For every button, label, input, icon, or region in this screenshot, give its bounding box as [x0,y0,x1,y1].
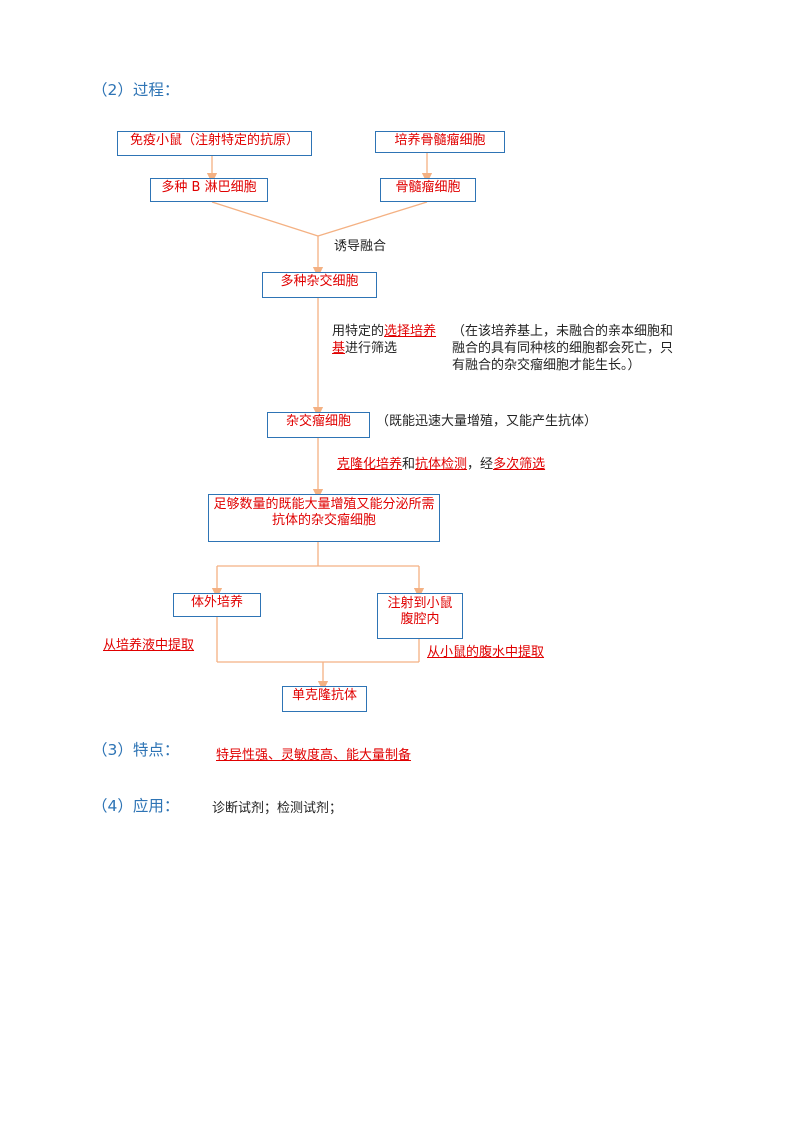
answer-applications: 诊断试剂；检测试剂； [212,801,343,816]
heading-features: （3）特点： [92,741,180,759]
answer-select-medium: 选择培养基 [332,324,437,356]
answer-antibody-test: 抗体检测 [415,457,468,472]
answer-clone-culture: 克隆化培养 [337,457,403,472]
box-hybridoma: 杂交瘤细胞 [267,412,370,438]
note-selection-medium: （在该培养基上，未融合的亲本细胞和融合的具有同种核的细胞都会死亡，只有融合的杂交… [452,324,674,373]
answer-from-ascites: 从小鼠的腹水中提取 [427,645,545,660]
box-cultured-myeloma: 培养骨髓瘤细胞 [375,131,505,153]
selection-suffix: 进行筛选 [345,341,398,356]
line-myeloma-to-merge [317,201,428,237]
selection-prefix: 用特定的 [332,324,385,339]
box-in-vitro: 体外培养 [173,593,261,617]
box-immunized-mouse: 免疫小鼠（注射特定的抗原） [117,131,312,156]
label-screening: 克隆化培养和抗体检测，经多次筛选 [337,453,545,472]
label-after: ，经 [467,457,494,472]
heading-process: （2）过程： [92,81,180,99]
note-hybridoma: （既能迅速大量增殖，又能产生抗体） [376,414,598,429]
label-and: 和 [402,457,416,472]
answer-multi-screen: 多次筛选 [493,457,546,472]
answer-from-culture: 从培养液中提取 [103,638,195,653]
box-b-lymphocytes: 多种 B 淋巴细胞 [150,178,268,202]
box-myeloma: 骨髓瘤细胞 [380,178,476,202]
box-in-mouse: 注射到小鼠腹腔内 [377,593,463,639]
line-b-to-merge [211,201,319,237]
heading-applications: （4）应用： [92,797,180,815]
label-induce-fusion: 诱导融合 [334,239,387,254]
box-sufficient-hybridoma: 足够数量的既能大量增殖又能分泌所需抗体的杂交瘤细胞 [208,494,440,542]
box-monoclonal: 单克隆抗体 [282,686,367,712]
label-selection: 用特定的选择培养基进行筛选 [332,323,442,357]
answer-features: 特异性强、灵敏度高、能大量制备 [216,748,412,763]
box-hybrid-cells: 多种杂交细胞 [262,272,377,298]
